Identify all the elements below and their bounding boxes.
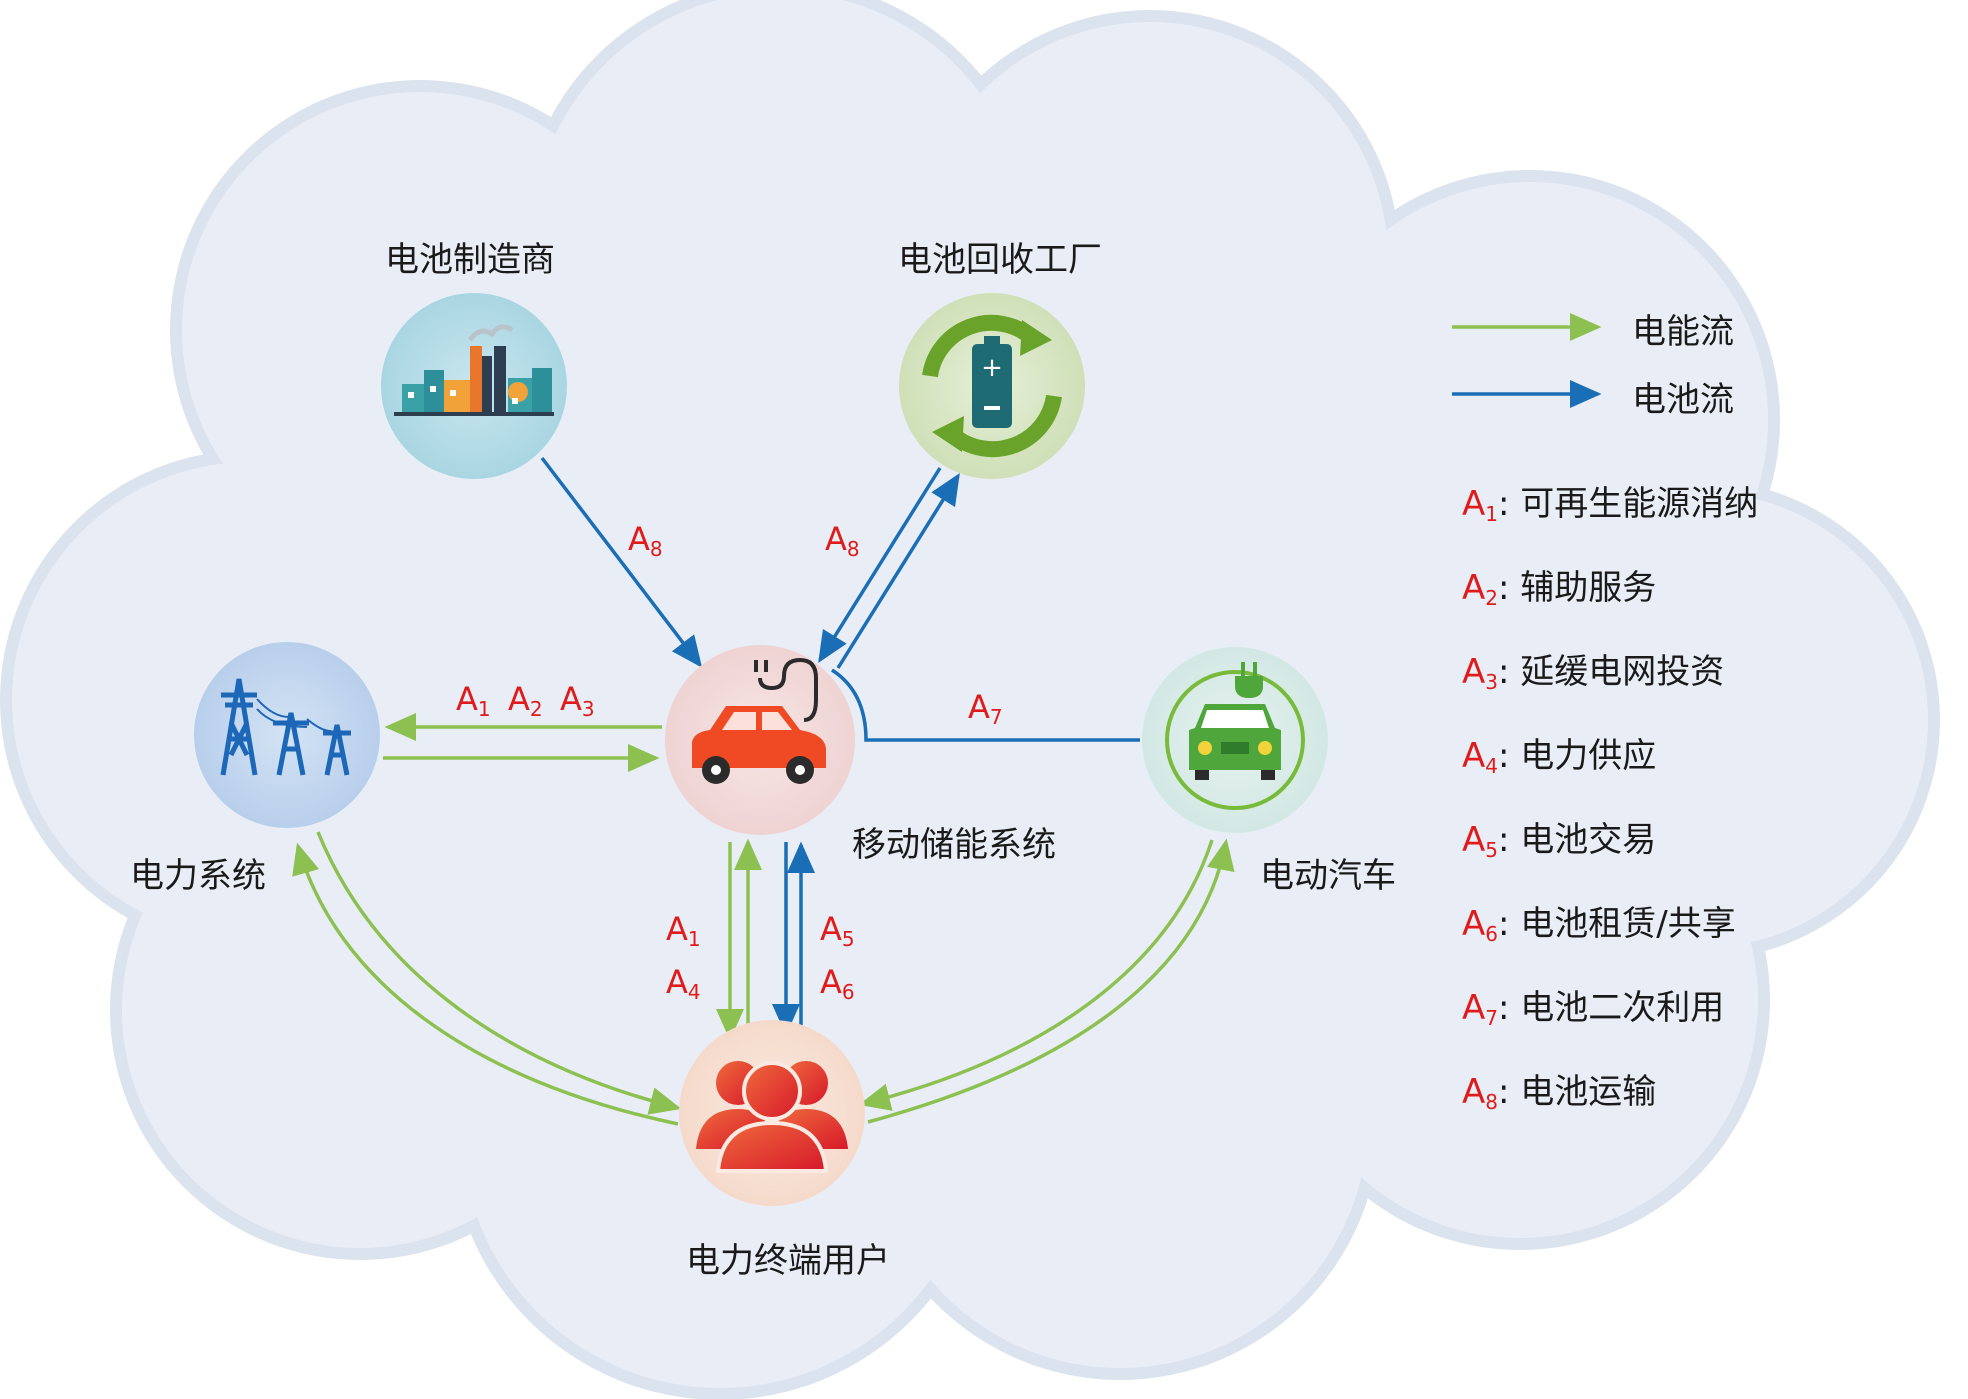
legend-item-a7: A7: 电池二次利用	[1462, 988, 1725, 1030]
node-manufacturer	[381, 293, 567, 479]
node-power-system	[194, 642, 380, 828]
node-recycling: +	[899, 293, 1085, 479]
legend-item-a4: A4: 电力供应	[1462, 736, 1657, 778]
label-ev: 电动汽车	[1260, 856, 1396, 896]
legend-item-a6: A6: 电池租赁/共享	[1462, 904, 1736, 946]
arrow-storage-to-recycling	[836, 473, 960, 669]
node-ev	[1142, 647, 1328, 833]
flow-arrows	[292, 456, 1235, 1126]
edge-label-power-a1: A1	[456, 680, 491, 721]
edge-label-recycling-a8: A8	[825, 520, 860, 561]
legend-item-a1: A1: 可再生能源消纳	[1462, 484, 1759, 526]
legend-item-a8: A8: 电池运输	[1462, 1072, 1657, 1114]
edge-label-power-a3: A3	[560, 680, 595, 721]
edge-label-users-a4: A4	[666, 963, 701, 1004]
recycle-battery-icon: +	[922, 314, 1062, 458]
arrow-recycling-to-storage	[818, 467, 942, 663]
label-manufacturer: 电池制造商	[385, 240, 555, 280]
legend-energy-flow-label: 电能流	[1632, 312, 1734, 352]
legend-battery-flow-label: 电池流	[1632, 380, 1734, 420]
line-storage-to-ev	[831, 668, 1140, 742]
label-mobile-storage: 移动储能系统	[852, 825, 1056, 865]
edge-label-users-a6: A6	[820, 963, 855, 1004]
label-power-system: 电力系统	[130, 856, 266, 896]
arrow-manufacturer-to-storage	[540, 456, 703, 668]
legend-arrows	[1452, 313, 1602, 408]
legend-item-a2: A2: 辅助服务	[1462, 568, 1657, 610]
edge-label-power-a2: A2	[508, 680, 543, 721]
car-charging-icon	[692, 657, 826, 784]
arrow-power-to-users	[316, 831, 682, 1115]
people-icon	[696, 1061, 848, 1173]
node-mobile-storage	[665, 645, 855, 835]
edge-label-manufacturer-a8: A8	[628, 520, 663, 561]
arrow-users-to-ev	[867, 838, 1235, 1124]
edge-label-ev-a7: A7	[968, 688, 1003, 729]
arrow-ev-to-users	[858, 839, 1214, 1111]
label-recycling: 电池回收工厂	[898, 240, 1102, 280]
legend-item-a3: A3: 延缓电网投资	[1462, 652, 1725, 694]
transmission-tower-icon	[220, 678, 351, 776]
label-end-users: 电力终端用户	[686, 1241, 890, 1281]
electric-car-icon	[1165, 662, 1305, 810]
factory-icon	[394, 324, 554, 416]
node-end-users	[679, 1020, 865, 1206]
arrow-users-to-power	[292, 842, 679, 1126]
edge-label-users-a5: A5	[820, 910, 855, 951]
legend-item-a5: A5: 电池交易	[1462, 820, 1657, 862]
svg-text:+: +	[981, 353, 1003, 383]
edge-label-users-a1: A1	[666, 910, 701, 951]
